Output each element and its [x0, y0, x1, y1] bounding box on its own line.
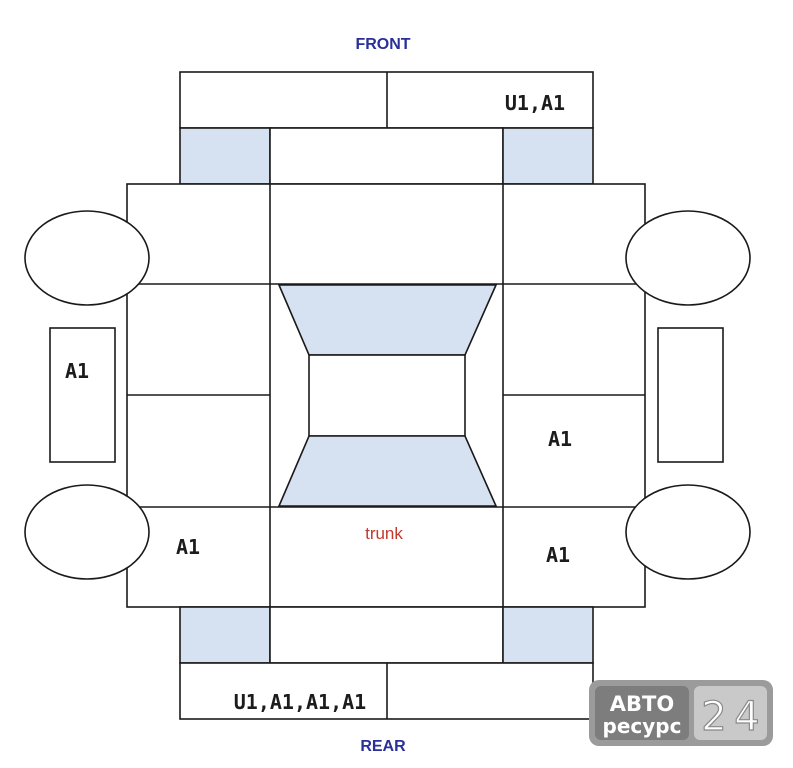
- watermark-word-top: АВТО: [610, 692, 674, 716]
- right-side-panel: [657, 327, 724, 463]
- watermark-word-bottom: ресурс: [603, 714, 682, 738]
- rear-window: [277, 435, 498, 507]
- rear-label: REAR: [360, 738, 406, 755]
- front-right-pillar: [502, 127, 594, 185]
- watermark-digit-1: 2: [701, 694, 726, 740]
- windshield: [277, 284, 498, 356]
- wheel-rear-left: [24, 484, 150, 580]
- rear-right-pillar: [502, 606, 594, 664]
- right-middle-label: A1: [548, 427, 572, 451]
- left-side-panel-label: A1: [65, 359, 89, 383]
- wheel-rear-right: [625, 484, 751, 580]
- watermark-logo: АВТО ресурс 2 4: [589, 680, 773, 746]
- left-rear-label: A1: [176, 535, 200, 559]
- front-bumper-right-label: U1,A1: [505, 91, 565, 115]
- rear-bumper-left-label: U1,A1,A1,A1: [234, 690, 366, 714]
- front-left-pillar: [179, 127, 271, 185]
- watermark-digit-2: 4: [734, 694, 759, 740]
- front-hood-strip: [269, 127, 504, 185]
- wheel-front-right: [625, 210, 751, 306]
- right-rear-label: A1: [546, 543, 570, 567]
- front-label: FRONT: [355, 36, 410, 53]
- rear-left-pillar: [179, 606, 271, 664]
- trunk-label: trunk: [365, 524, 403, 543]
- roof: [308, 354, 466, 437]
- rear-trunk-strip: [269, 606, 504, 664]
- wheel-front-left: [24, 210, 150, 306]
- left-side-panel: [49, 327, 116, 463]
